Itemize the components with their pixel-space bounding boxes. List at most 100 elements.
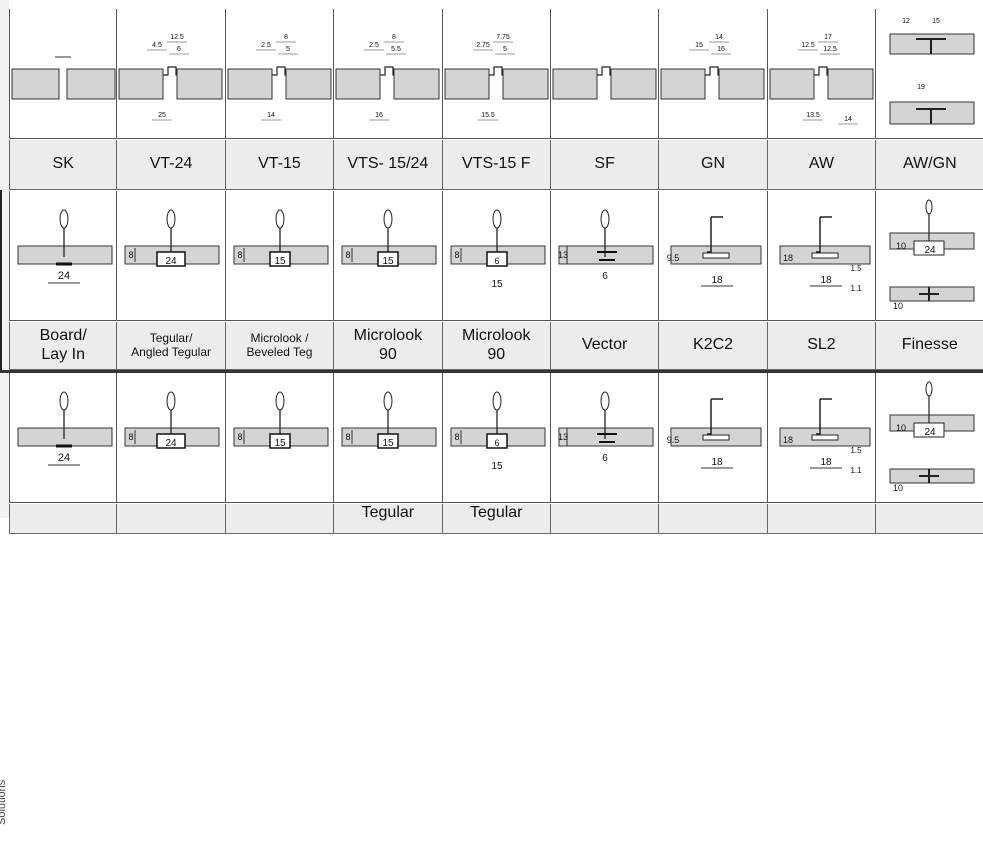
suspension-drawing-ml90a: 8 15: [341, 391, 437, 449]
profile-name: Vector: [581, 336, 628, 354]
height-dimension: 8: [346, 250, 351, 260]
dimension-label: 10: [896, 423, 906, 433]
drawing-cell: 8 15: [334, 373, 443, 503]
width-dimension: 18: [820, 457, 832, 468]
dimension-label: 16: [375, 112, 383, 119]
profile-name: SK: [52, 155, 74, 173]
dimension-label: 16: [717, 46, 725, 53]
profile-name-cell: [767, 504, 877, 534]
width-dimension: 15: [274, 256, 286, 267]
suspension-drawing-board: 24: [17, 209, 113, 284]
profile-name: K2C2: [693, 336, 734, 354]
dimension-label: 24: [925, 427, 937, 438]
suspension-drawing-k2c2: 9.518: [667, 216, 762, 287]
profile-name: GN: [701, 155, 726, 173]
drawing-cell: [9, 9, 118, 139]
dimension-label: 2.5: [369, 42, 379, 49]
dimension-label: 5.5: [391, 46, 401, 53]
profile-name-cell: VTS- 15/24: [334, 140, 443, 190]
profile-name: Microlook 90: [353, 327, 423, 363]
dimension-label: 6: [602, 453, 608, 464]
width-dimension: 15: [491, 279, 503, 290]
dimension-label: 4.5: [153, 42, 163, 49]
dimension-label: 8: [392, 34, 396, 41]
suspension-labels-row: Board/ Lay In Tegular/ Angled Tegular Micr…: [9, 322, 983, 370]
height-dimension: 8: [129, 250, 134, 260]
profile-name-cell: AW: [767, 140, 877, 190]
dimension-label: 17: [824, 34, 832, 41]
dimension-label: 10: [893, 301, 903, 311]
dimension-label: 15: [695, 42, 703, 49]
suspension-drawing-tegular: 824: [124, 391, 220, 449]
dimension-label: 14: [715, 34, 723, 41]
profile-name-cell: VTS-15 F: [442, 140, 551, 190]
height-dimension: 8: [346, 432, 351, 442]
width-dimension: 18: [820, 275, 832, 286]
profile-name-cell: AW/GN: [876, 140, 983, 190]
drawing-cell: 8 15: [334, 191, 443, 321]
width-dimension: 24: [58, 270, 70, 282]
width-dimension: 18: [712, 457, 724, 468]
dimension-label: 13: [558, 432, 568, 442]
width-dimension: 24: [58, 452, 70, 464]
profile-name-cell: SK: [9, 140, 118, 190]
dimension-label: 15: [932, 18, 940, 25]
edge-drawing-gn: 14 15 16: [660, 34, 765, 100]
profile-name-cell: [225, 504, 335, 534]
dimension-label: 18: [783, 253, 793, 263]
profile-name-cell: Vector: [550, 322, 660, 370]
dimension-label: 12.5: [823, 46, 837, 53]
dimension-label: 24: [925, 245, 937, 256]
dimension-label: 10: [893, 483, 903, 493]
dimension-label: 19: [917, 84, 925, 91]
suspension-drawing-ml90a: 8 15: [341, 209, 437, 267]
dimension-label: 1.5: [850, 446, 862, 455]
profile-name-cell: Tegular/ Angled Tegular: [117, 322, 226, 370]
suspension-drawing-vector: 13 6: [558, 391, 654, 464]
profile-name: Board/ Lay In: [39, 327, 87, 363]
width-dimension: 15: [383, 438, 395, 449]
drawing-cell: 9.5 18: [659, 373, 768, 503]
suspension-drawing-board: 24: [17, 391, 113, 466]
edge-drawing-sf: [552, 66, 657, 100]
dimension-label: 9.5: [667, 253, 680, 263]
profile-name: Microlook / Beveled Teg: [246, 330, 313, 359]
suspension-drawing-finesse: 10 24 10: [889, 381, 975, 493]
dimension-label: 9.5: [667, 435, 680, 445]
height-dimension: 8: [454, 250, 459, 260]
dimension-label: 25: [158, 112, 166, 119]
profile-name-cell: [876, 504, 983, 534]
profile-name: VT-24: [149, 155, 193, 173]
profile-name-cell: K2C2: [659, 322, 768, 370]
dimension-label: 2.75: [476, 42, 490, 49]
edge-drawing-vts1524: 8 2.5 5.5 16: [335, 34, 440, 121]
dimension-label: 12.5: [171, 34, 185, 41]
profile-name-cell: Microlook / Beveled Teg: [225, 322, 335, 370]
profile-name-cell: SL2: [767, 322, 877, 370]
drawing-cell: 24: [9, 373, 118, 503]
dimension-label: 1.1: [850, 284, 862, 293]
suspension-drawing-tegular: 824: [124, 209, 220, 267]
profile-name-cell: Finesse: [876, 322, 983, 370]
height-dimension: 8: [237, 432, 242, 442]
profile-name-cell: VT-24: [117, 140, 226, 190]
profile-name: Microlook 90: [462, 327, 531, 363]
width-dimension: 15: [383, 256, 395, 267]
